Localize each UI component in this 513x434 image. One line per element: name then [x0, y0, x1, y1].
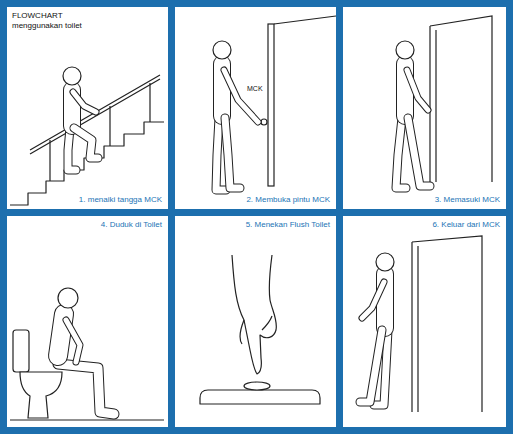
toilet-drawing — [10, 330, 164, 420]
stairs-drawing — [10, 75, 164, 205]
person-leaving — [360, 253, 394, 405]
person-climbing — [63, 67, 98, 170]
hand-pressing-flush — [200, 255, 320, 404]
person-entering — [396, 41, 430, 188]
step-panel: 1. menaiki tangga MCK — [7, 7, 168, 209]
door-sign-label: MCK — [247, 84, 263, 94]
step-caption: 3. Memasuki MCK — [435, 195, 500, 205]
door-closed — [261, 16, 336, 186]
step-panel: 2. Membuka pintu MCK — [175, 7, 336, 209]
step-panel: 6. Keluar dari MCK — [343, 216, 506, 427]
diagram-title: FLOWCHART — [12, 11, 63, 21]
person-sitting — [58, 288, 114, 414]
step-caption: 5. Menekan Flush Toilet — [246, 220, 330, 230]
subtitle-label: menggunakan toilet — [12, 21, 82, 31]
step-caption: 2. Membuka pintu MCK — [246, 195, 330, 205]
step-panel: 4. Duduk di Toilet — [7, 216, 168, 427]
step-panel: 3. Memasuki MCK — [343, 7, 506, 209]
person-opening-door — [213, 41, 258, 190]
panel-grounds — [7, 7, 506, 427]
doorway-open — [430, 16, 492, 182]
step-caption: 1. menaiki tangga MCK — [79, 195, 162, 205]
step-caption: 4. Duduk di Toilet — [101, 220, 162, 230]
doorway-exit — [412, 236, 482, 412]
step-panel: 5. Menekan Flush Toilet — [175, 216, 336, 427]
step-caption: 6. Keluar dari MCK — [432, 220, 500, 230]
